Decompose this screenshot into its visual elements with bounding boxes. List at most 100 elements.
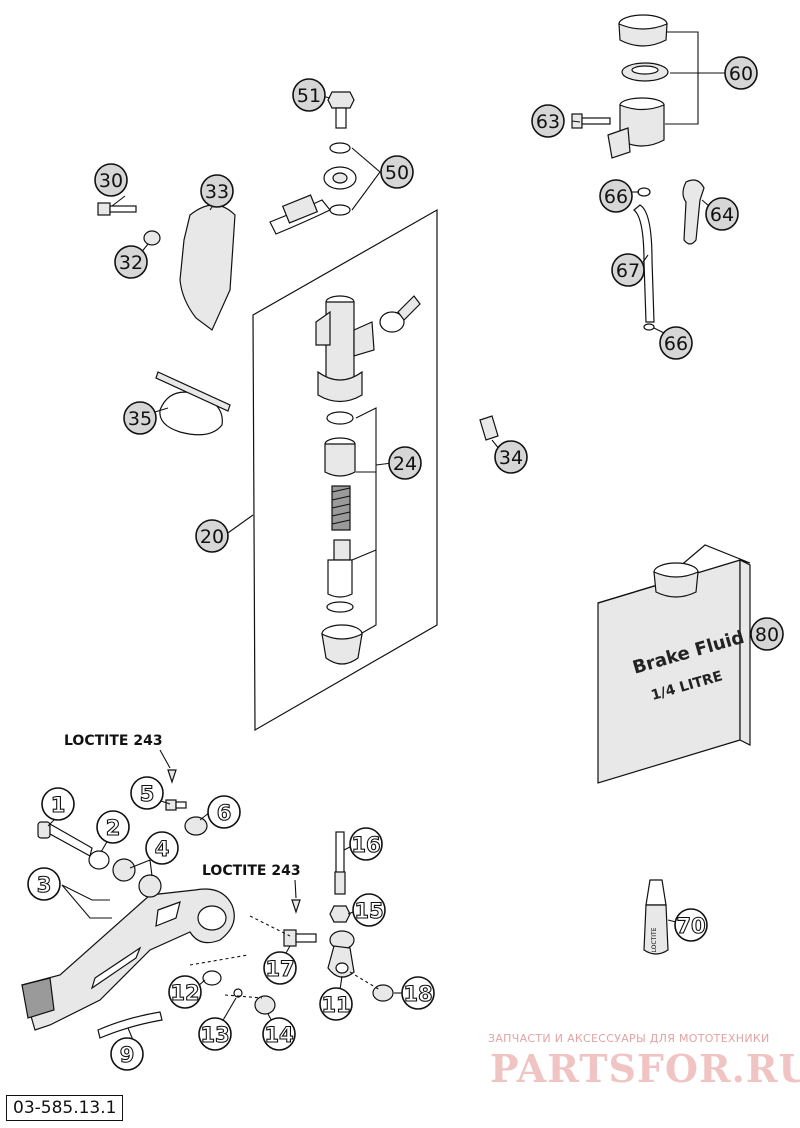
callout-label: 1 <box>51 793 66 817</box>
loctite-note-upper: LOCTITE 243 <box>64 733 163 749</box>
callout-label: 6 <box>217 801 232 825</box>
callout-24: 24 <box>388 446 422 480</box>
callout-label: 20 <box>200 526 224 548</box>
callout-66: 66 <box>599 179 633 213</box>
callout-34: 34 <box>494 440 528 474</box>
diagram-reference-code: 03-585.13.1 <box>6 1095 124 1121</box>
watermark-tagline: ЗАПЧАСТИ И АКСЕССУАРЫ ДЛЯ МОТОТЕХНИКИ <box>488 1032 770 1045</box>
clevis-part <box>327 930 355 978</box>
callout-label: 9 <box>120 1043 135 1067</box>
brake-pedal-part <box>21 888 235 1031</box>
callout-2: 2 <box>96 810 130 844</box>
callout-32: 32 <box>114 245 148 279</box>
reservoir-screw-part <box>571 113 611 129</box>
dust-boot-part <box>321 624 363 665</box>
callout-label: 66 <box>604 186 628 208</box>
piston-part <box>327 539 353 598</box>
washer-upper-part <box>329 142 351 154</box>
callout-64: 64 <box>705 197 739 231</box>
callout-label: 33 <box>205 181 229 203</box>
clip-nut-part <box>479 415 499 441</box>
callout-label: 60 <box>729 63 753 85</box>
screw-part <box>165 799 187 811</box>
master-cylinder-body-part <box>315 295 375 403</box>
threaded-pin-part <box>283 929 317 947</box>
callout-label: 16 <box>351 833 380 857</box>
circlip-part <box>326 601 354 613</box>
callout-3: 3 <box>27 867 61 901</box>
washer-part <box>88 850 110 870</box>
callout-13: 13 <box>198 1017 232 1051</box>
bushing-part <box>184 816 208 836</box>
push-rod-part <box>334 831 346 895</box>
callout-label: 24 <box>393 453 417 475</box>
callout-11: 11 <box>319 987 353 1021</box>
callout-label: 14 <box>264 1023 293 1047</box>
callout-label: 12 <box>170 981 199 1005</box>
callout-label: 66 <box>664 333 688 355</box>
loctite-note-lower: LOCTITE 243 <box>202 863 301 879</box>
callout-label: 70 <box>676 914 705 938</box>
sleeve-part <box>324 437 356 477</box>
callout-17: 17 <box>263 951 297 985</box>
callout-51: 51 <box>292 78 326 112</box>
callout-label: 3 <box>37 873 52 897</box>
callout-label: 11 <box>321 993 350 1017</box>
bracket-60 <box>665 31 699 125</box>
callout-60: 60 <box>724 56 758 90</box>
assembly-frame-20 <box>252 208 438 732</box>
reservoir-hose-part <box>633 204 655 323</box>
cover-nut-part <box>143 230 161 246</box>
callout-4: 4 <box>145 831 179 865</box>
brake-hose-part <box>269 166 357 235</box>
callout-50: 50 <box>380 155 414 189</box>
loctite-tube-part: LOCTITE <box>643 879 669 955</box>
callout-66: 66 <box>659 326 693 360</box>
loctite-drop-upper <box>167 769 177 784</box>
callout-9: 9 <box>110 1037 144 1071</box>
callout-6: 6 <box>207 795 241 829</box>
reservoir-bracket-part <box>682 179 705 245</box>
callout-label: 50 <box>385 162 409 184</box>
callout-67: 67 <box>611 253 645 287</box>
spring-part <box>331 485 351 531</box>
callout-35: 35 <box>123 401 157 435</box>
callout-label: 67 <box>616 260 640 282</box>
o-ring-part <box>326 411 354 425</box>
callout-label: 63 <box>536 111 560 133</box>
circlip-small-part <box>233 988 243 998</box>
callout-18: 18 <box>401 976 435 1010</box>
callout-label: 64 <box>710 204 734 226</box>
bearing-lower-part <box>138 874 162 898</box>
reservoir-diaphragm-part <box>621 62 669 82</box>
leader-20 <box>224 514 254 536</box>
callout-20: 20 <box>195 519 229 553</box>
bracket-24 <box>355 407 377 634</box>
callout-label: 51 <box>297 85 321 107</box>
washer-small-part <box>202 970 222 986</box>
callout-63: 63 <box>531 104 565 138</box>
callout-label: 4 <box>155 837 170 861</box>
watermark-logo: PARTSFOR.RU <box>490 1046 800 1091</box>
return-spring-part <box>97 1011 163 1039</box>
callout-label: 32 <box>119 252 143 274</box>
callout-80: 80 <box>750 617 784 651</box>
banjo-bolt-part <box>327 91 355 129</box>
callout-15: 15 <box>352 893 386 927</box>
callout-label: 34 <box>499 447 523 469</box>
bearing-upper-part <box>112 858 136 882</box>
leader-50 <box>351 147 381 211</box>
callout-label: 80 <box>755 624 779 646</box>
hose-elbow-part <box>379 295 421 333</box>
cover-bolt-part <box>97 202 137 216</box>
brake-fluid-can-part: Brake Fluid 1/4 LITRE <box>597 544 751 784</box>
lock-nut-part <box>329 905 351 923</box>
callout-33: 33 <box>200 174 234 208</box>
callout-label: 35 <box>128 408 152 430</box>
hose-clamp-upper-part <box>637 187 651 197</box>
washer-lower-part <box>329 204 351 216</box>
reservoir-cap-part <box>618 14 668 47</box>
